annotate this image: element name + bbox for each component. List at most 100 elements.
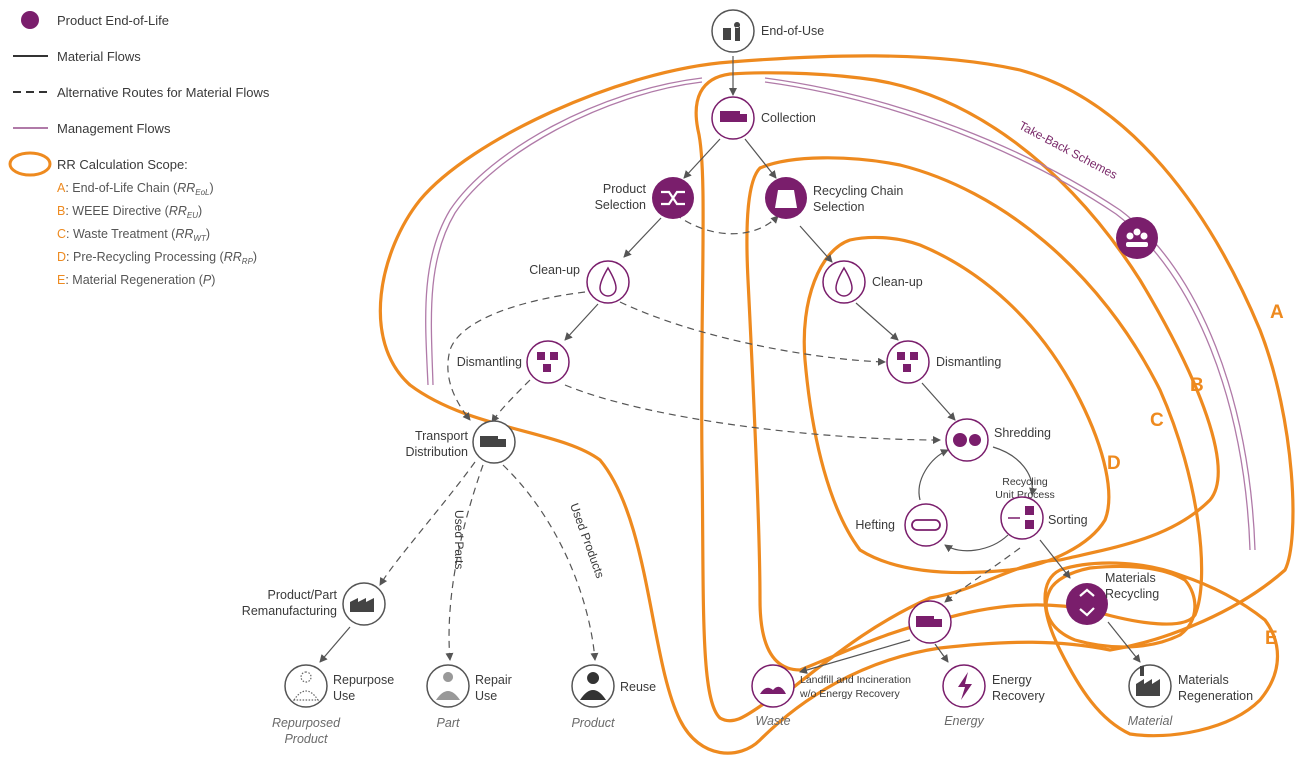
product-selection-label-2: Selection bbox=[595, 198, 646, 212]
people-glyph-c bbox=[1133, 228, 1141, 236]
node-cleanup-left: Clean-up bbox=[529, 260, 630, 304]
energy-label-1: Energy bbox=[992, 673, 1032, 687]
flow-dismantling-shredding bbox=[921, 382, 956, 421]
conveyor-glyph bbox=[911, 519, 941, 531]
flow-truck-landfill bbox=[799, 639, 911, 674]
legend-alt-label: Alternative Routes for Material Flows bbox=[57, 85, 270, 100]
alt-sorting-truck bbox=[944, 547, 1021, 603]
material-caption: Material bbox=[1128, 714, 1174, 728]
truck-cab bbox=[934, 619, 942, 627]
dotted-person-glyph bbox=[292, 671, 320, 701]
dotted-person-icon bbox=[284, 664, 328, 708]
node-shredding: Shredding bbox=[945, 418, 1051, 462]
flow-collection-recycling bbox=[744, 138, 777, 179]
alt-transport-reuse bbox=[502, 464, 599, 661]
node-repurpose-use: Repurpose Use Repurposed Product bbox=[272, 664, 394, 746]
energy-label-2: Recovery bbox=[992, 689, 1046, 703]
flow-truck-energy bbox=[934, 643, 949, 663]
legend-material-label: Material Flows bbox=[57, 49, 141, 64]
truck-glyph bbox=[480, 436, 498, 447]
legend-scope-e: E: Material Regeneration (P) bbox=[57, 273, 215, 287]
node-end-of-use: End-of-Use bbox=[711, 9, 824, 53]
material-flows bbox=[319, 56, 1141, 674]
sorting-glyph-b bbox=[1025, 520, 1034, 529]
scope-letter-d: D bbox=[1107, 453, 1121, 474]
materials-regen-label-1: Materials bbox=[1178, 673, 1229, 687]
repurpose-label-1: Repurpose bbox=[333, 673, 394, 687]
trash-person-icon bbox=[711, 9, 755, 53]
person-icon bbox=[571, 664, 615, 708]
sorting-label: Sorting bbox=[1048, 513, 1088, 527]
striped-person-icon bbox=[426, 664, 470, 708]
droplet-glyph bbox=[835, 266, 853, 297]
waste-caption: Waste bbox=[755, 714, 790, 728]
node-landfill: Landfill and Incineration w/o Energy Rec… bbox=[751, 664, 911, 728]
flow-cleanup-dismantling-right bbox=[855, 302, 899, 341]
node-waste-truck bbox=[908, 600, 952, 644]
repurpose-label-2: Use bbox=[333, 689, 355, 703]
alt-transport-reman bbox=[379, 461, 476, 586]
recycling-chain-label-1: Recycling Chain bbox=[813, 184, 903, 198]
part-caption: Part bbox=[437, 716, 460, 730]
puzzle-glyph-c bbox=[903, 364, 911, 372]
legend-scope-ring bbox=[8, 151, 52, 177]
lightning-glyph bbox=[958, 672, 972, 700]
transport-label-1: Transport bbox=[415, 429, 469, 443]
repurposed-caption-1: Repurposed bbox=[272, 716, 341, 730]
take-back-label: Take-Back Schemes bbox=[1017, 118, 1120, 182]
gear-b bbox=[969, 434, 981, 446]
legend-scope-a: A: End-of-Life Chain (RREoL) bbox=[57, 181, 214, 197]
legend-scope-title: RR Calculation Scope: bbox=[57, 157, 188, 172]
node-repair-use: Repair Use Part bbox=[426, 664, 512, 730]
node-materials-regeneration: Materials Regeneration Material bbox=[1128, 664, 1253, 728]
transport-label-2: Distribution bbox=[405, 445, 468, 459]
alt-routes bbox=[379, 213, 1021, 661]
flow-sort-hefting bbox=[944, 534, 1009, 553]
truck-glyph bbox=[916, 616, 934, 627]
people-gear-icon bbox=[1116, 217, 1158, 259]
remanufacturing-label-1: Product/Part bbox=[268, 588, 338, 602]
alt-cleanup-dismantling bbox=[619, 301, 886, 366]
node-reuse: Reuse Product bbox=[571, 664, 656, 730]
repurposed-caption-2: Product bbox=[284, 732, 328, 746]
mgmt-flow-right-b bbox=[764, 81, 1251, 551]
recycling-chain-label-2: Selection bbox=[813, 200, 864, 214]
mgmt-flow-right-a bbox=[764, 77, 1256, 551]
shredding-label: Shredding bbox=[994, 426, 1051, 440]
puzzle-glyph-a bbox=[537, 352, 545, 360]
legend-eol-label: Product End-of-Life bbox=[57, 13, 169, 28]
repair-label-2: Use bbox=[475, 689, 497, 703]
cleanup-right-label: Clean-up bbox=[872, 275, 923, 289]
scope-b-outline bbox=[694, 71, 1220, 723]
puzzle-glyph-b bbox=[550, 352, 558, 360]
scope-letter-c: C bbox=[1150, 410, 1164, 431]
landfill-label-1: Landfill and Incineration bbox=[800, 674, 911, 686]
legend-eol-dot bbox=[21, 11, 39, 29]
legend: Product End-of-Life Material Flows Alter… bbox=[8, 11, 270, 287]
node-take-back bbox=[1116, 217, 1158, 259]
flow-collection-product bbox=[683, 138, 721, 179]
conveyor-icon bbox=[904, 503, 948, 547]
product-selection-label-1: Product bbox=[603, 182, 647, 196]
collection-truck-cab bbox=[740, 114, 747, 122]
truck-cab bbox=[498, 439, 506, 447]
landfill-label-2: w/o Energy Recovery bbox=[799, 688, 901, 700]
sorting-icon bbox=[1000, 496, 1044, 540]
end-of-use-label: End-of-Use bbox=[761, 24, 824, 38]
striped-person-glyph bbox=[436, 672, 460, 700]
people-glyph-a bbox=[1126, 232, 1134, 240]
alt-dismantling-shredding bbox=[564, 384, 941, 444]
flow-materials-regen bbox=[1107, 621, 1141, 663]
puzzle-glyph-a bbox=[897, 352, 905, 360]
scope-d-outline bbox=[802, 235, 1111, 575]
node-collection: Collection bbox=[711, 96, 816, 140]
used-parts-label: Used Parts bbox=[452, 510, 466, 569]
node-transport-distribution: Transport Distribution bbox=[405, 420, 516, 464]
dismantling-right-label: Dismantling bbox=[936, 355, 1001, 369]
factory-glyph bbox=[1136, 666, 1160, 696]
materials-regen-label-2: Regeneration bbox=[1178, 689, 1253, 703]
dismantling-left-label: Dismantling bbox=[457, 355, 522, 369]
droplet-icon bbox=[586, 260, 630, 304]
people-glyph-d bbox=[1126, 242, 1148, 247]
